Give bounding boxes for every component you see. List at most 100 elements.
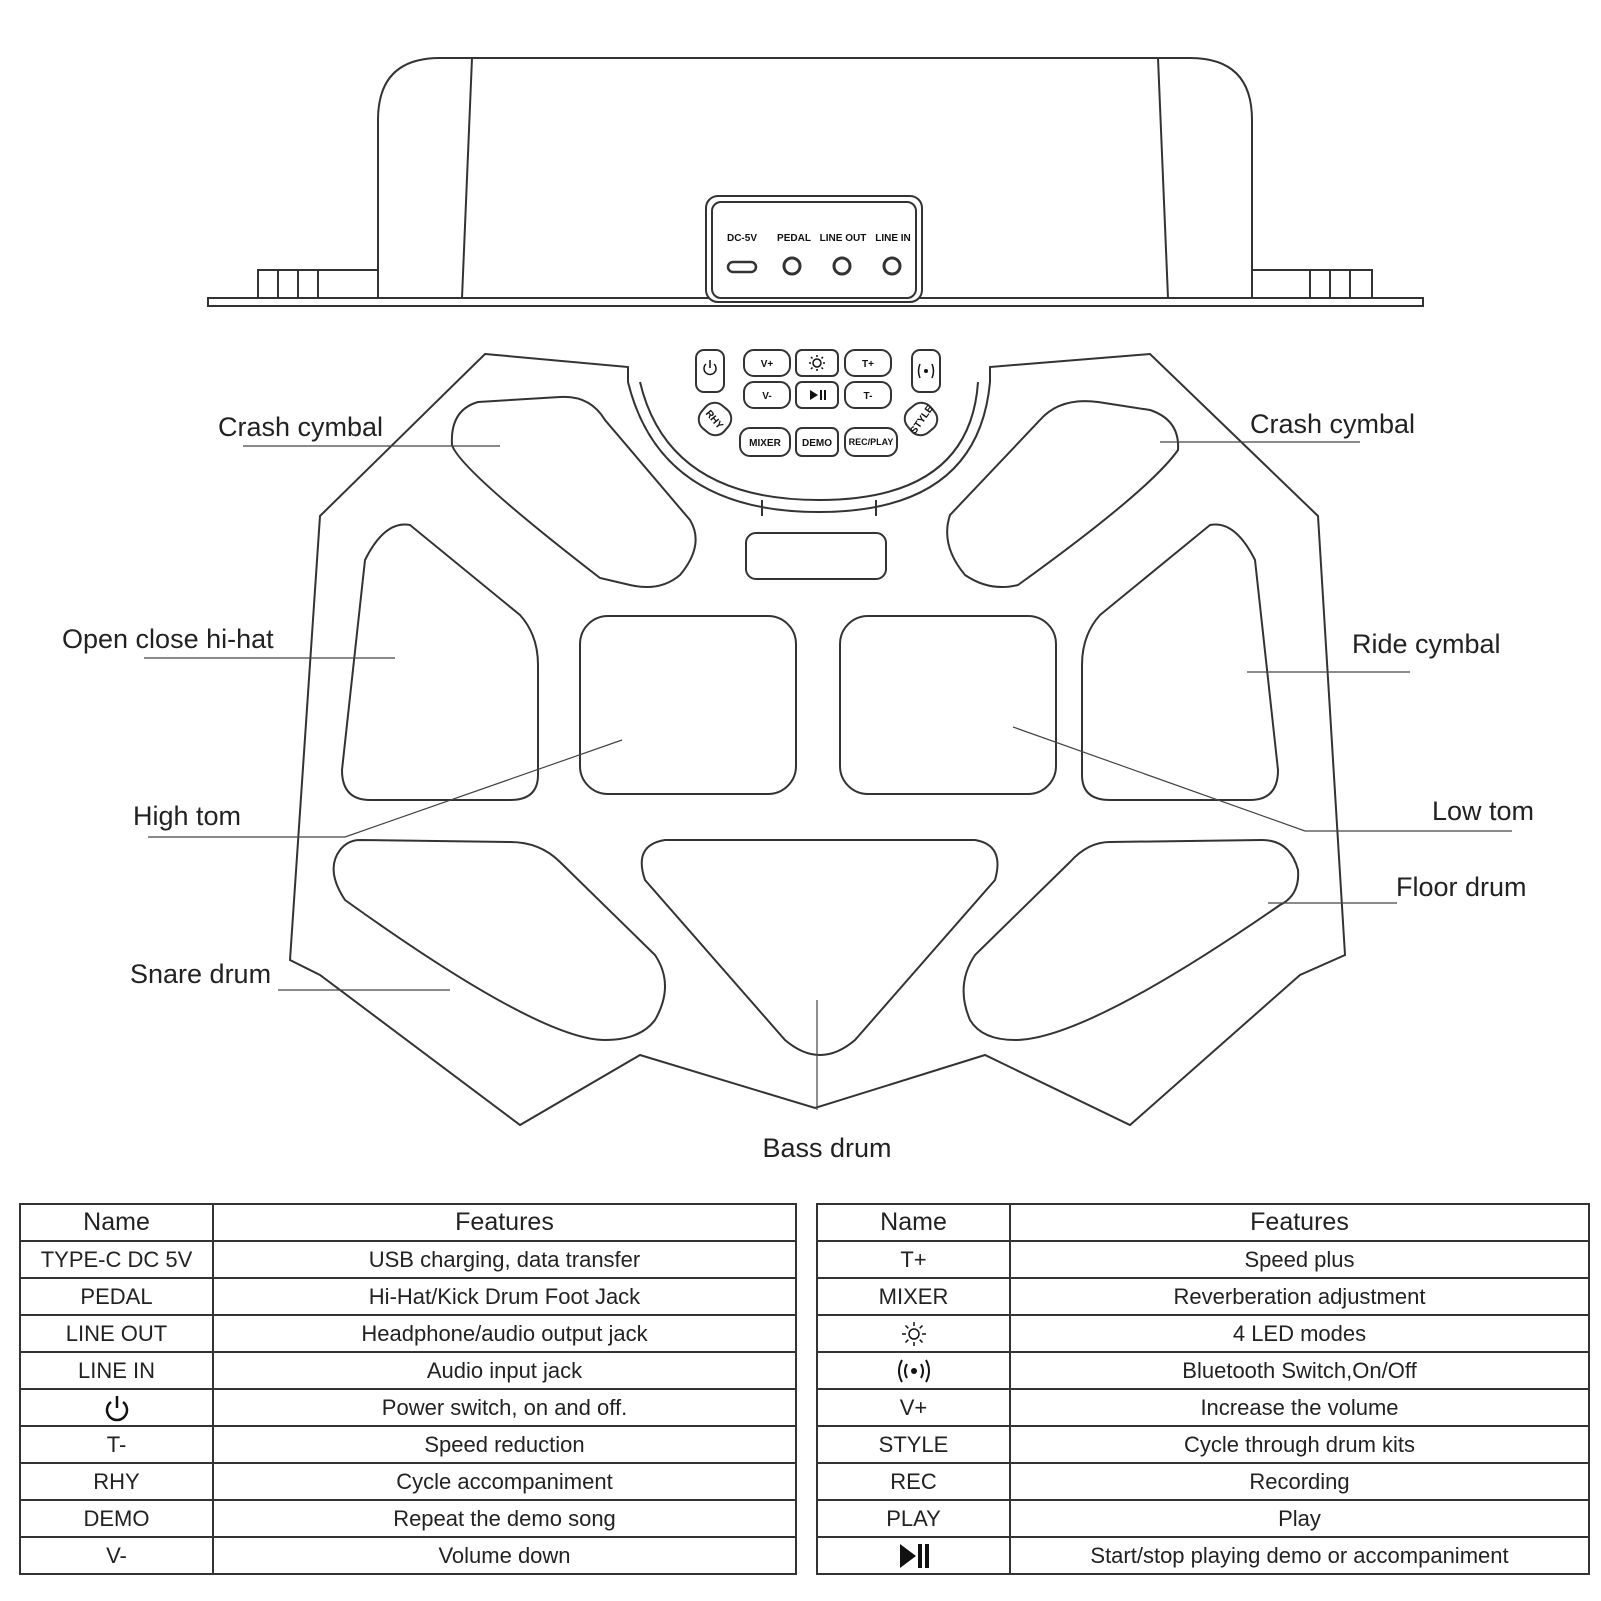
row-name: MIXER [816, 1277, 1011, 1316]
play-pause-button[interactable] [795, 381, 839, 409]
row-feature: Speed plus [1009, 1240, 1590, 1279]
row-feature: Start/stop playing demo or accompaniment [1009, 1536, 1590, 1575]
row-name: TYPE-C DC 5V [19, 1240, 214, 1279]
row-name: LINE OUT [19, 1314, 214, 1353]
bluetooth-button[interactable] [911, 349, 941, 393]
table-row: Start/stop playing demo or accompaniment [816, 1536, 1590, 1575]
label-snare: Snare drum [130, 959, 271, 989]
pad-hihat[interactable] [340, 523, 539, 801]
table-row: T-Speed reduction [19, 1425, 797, 1464]
usb-c-port[interactable] [726, 260, 758, 274]
row-name: LINE IN [19, 1351, 214, 1390]
style-button[interactable] [900, 398, 942, 440]
row-name: V+ [816, 1388, 1011, 1427]
v-minus-label: V- [762, 391, 771, 402]
mixer-button[interactable] [739, 427, 791, 457]
row-name: RHY [19, 1462, 214, 1501]
row-feature: Increase the volume [1009, 1388, 1590, 1427]
t-plus-label: T+ [862, 359, 874, 370]
table-row: V-Volume down [19, 1536, 797, 1575]
header-name: Name [816, 1203, 1011, 1242]
label-crash-right: Crash cymbal [1250, 409, 1415, 439]
table-row: T+Speed plus [816, 1240, 1590, 1279]
led-sun-icon [812, 358, 822, 368]
device-top-view [207, 57, 1424, 307]
label-hihat: Open close hi-hat [62, 624, 274, 654]
control-panel [694, 349, 942, 457]
row-feature: Power switch, on and off. [212, 1388, 797, 1427]
t-minus-button[interactable] [844, 381, 892, 409]
header-features: Features [1009, 1203, 1590, 1242]
pad-snare[interactable] [332, 838, 666, 1042]
demo-button[interactable] [795, 427, 839, 457]
row-name-icon [816, 1314, 1011, 1353]
pad-body-outline [288, 352, 1347, 1127]
led-button[interactable] [795, 349, 839, 377]
row-feature: Bluetooth Switch,On/Off [1009, 1351, 1590, 1390]
label-high-tom: High tom [133, 801, 241, 831]
table-row: V+Increase the volume [816, 1388, 1590, 1427]
pad-bass[interactable] [640, 839, 999, 1056]
port-label-dc5v: DC-5V [727, 233, 757, 244]
port-label-pedal: PEDAL [777, 233, 811, 244]
row-feature: USB charging, data transfer [212, 1240, 797, 1279]
row-feature: Cycle accompaniment [212, 1462, 797, 1501]
rec-play-label: REC/PLAY [849, 437, 894, 447]
row-name-icon [816, 1536, 1011, 1575]
pad-high-tom[interactable] [579, 615, 797, 795]
pad-crash-right[interactable] [946, 400, 1180, 588]
pad-floor[interactable] [962, 838, 1300, 1042]
port-label-line-out: LINE OUT [820, 233, 867, 244]
row-name: DEMO [19, 1499, 214, 1538]
line-in-jack[interactable] [882, 256, 902, 276]
rhy-label: RHY [703, 408, 725, 431]
row-feature: Reverberation adjustment [1009, 1277, 1590, 1316]
t-minus-label: T- [864, 391, 873, 402]
row-name: REC [816, 1462, 1011, 1501]
row-name: V- [19, 1536, 214, 1575]
play-pause-icon [899, 1543, 929, 1568]
rec-play-button[interactable] [844, 427, 898, 457]
row-feature: 4 LED modes [1009, 1314, 1590, 1353]
table-row: 4 LED modes [816, 1314, 1590, 1353]
bluetooth-signal-icon [917, 363, 935, 379]
rhy-button[interactable] [694, 398, 736, 440]
row-feature: Recording [1009, 1462, 1590, 1501]
v-plus-label: V+ [761, 359, 774, 370]
row-feature: Volume down [212, 1536, 797, 1575]
label-ride: Ride cymbal [1352, 629, 1501, 659]
t-plus-button[interactable] [844, 349, 892, 377]
row-name-icon [816, 1351, 1011, 1390]
v-minus-button[interactable] [743, 381, 791, 409]
pedal-jack[interactable] [782, 256, 802, 276]
row-feature: Play [1009, 1499, 1590, 1538]
row-name: PLAY [816, 1499, 1011, 1538]
power-icon [105, 1395, 128, 1421]
drum-pad-diagram: DC-5V PEDAL LINE OUT LINE IN V+ T+ V- T-… [62, 57, 1534, 1160]
pad-ride[interactable] [1081, 523, 1280, 801]
line-out-jack[interactable] [832, 256, 852, 276]
row-name-icon [19, 1388, 214, 1427]
display-window [745, 532, 887, 580]
power-button[interactable] [695, 349, 725, 393]
power-icon [703, 363, 717, 376]
v-plus-button[interactable] [743, 349, 791, 377]
demo-label: DEMO [802, 438, 832, 449]
pad-crash-left[interactable] [450, 395, 697, 588]
row-feature: Cycle through drum kits [1009, 1425, 1590, 1464]
header-features: Features [212, 1203, 797, 1242]
label-floor: Floor drum [1396, 872, 1527, 902]
pad-low-tom[interactable] [839, 615, 1057, 795]
row-feature: Hi-Hat/Kick Drum Foot Jack [212, 1277, 797, 1316]
table-header: Name Features [19, 1203, 797, 1242]
row-feature: Headphone/audio output jack [212, 1314, 797, 1353]
mixer-label: MIXER [749, 438, 781, 449]
